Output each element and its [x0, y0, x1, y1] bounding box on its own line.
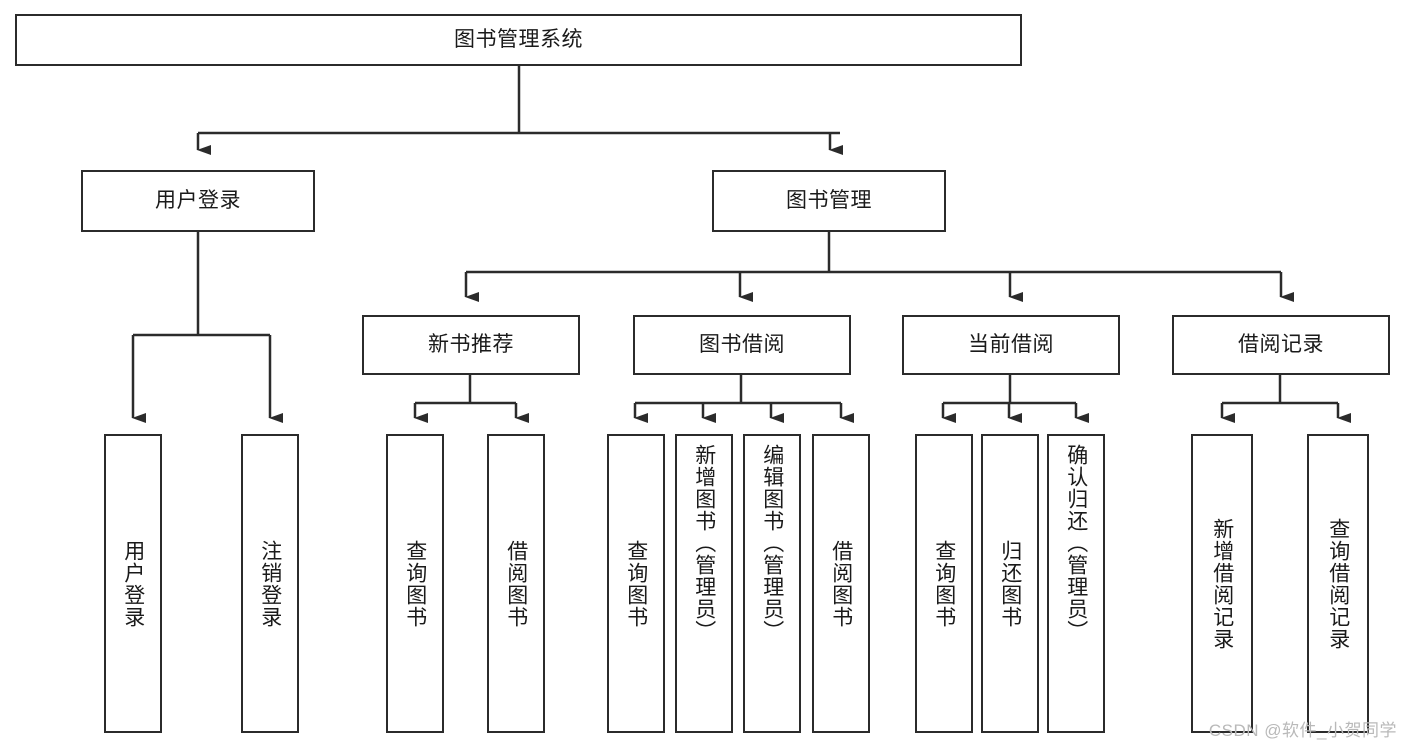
node-leaf-borrow-book-1[interactable]: 借阅图书: [487, 434, 545, 733]
node-leaf-edit-book[interactable]: 编辑图书（管理员）: [743, 434, 801, 733]
node-book-manage-label: 图书管理: [786, 189, 872, 213]
node-new-book-recommend[interactable]: 新书推荐: [362, 315, 580, 375]
node-leaf-confirm-return-label: 确认归还（管理员）: [1064, 444, 1088, 642]
node-leaf-query-record[interactable]: 查询借阅记录: [1307, 434, 1369, 733]
node-leaf-return-book[interactable]: 归还图书: [981, 434, 1039, 733]
node-leaf-add-book[interactable]: 新增图书（管理员）: [675, 434, 733, 733]
csdn-watermark: CSDN @软件_小贺同学: [1208, 721, 1397, 740]
node-leaf-logout[interactable]: 注销登录: [241, 434, 299, 733]
node-root-label: 图书管理系统: [454, 28, 583, 52]
node-user-login[interactable]: 用户登录: [81, 170, 315, 232]
node-leaf-add-book-label: 新增图书（管理员）: [692, 444, 716, 642]
node-leaf-query-record-label: 查询借阅记录: [1326, 517, 1350, 650]
node-leaf-confirm-return[interactable]: 确认归还（管理员）: [1047, 434, 1105, 733]
node-leaf-borrow-book-2-label: 借阅图书: [829, 539, 853, 628]
node-current-borrow-label: 当前借阅: [968, 333, 1054, 357]
node-leaf-user-login-label: 用户登录: [121, 539, 145, 628]
node-leaf-query-book-2[interactable]: 查询图书: [607, 434, 665, 733]
node-leaf-logout-label: 注销登录: [258, 539, 282, 628]
node-leaf-query-book-1-label: 查询图书: [403, 539, 427, 628]
node-leaf-return-book-label: 归还图书: [998, 539, 1022, 628]
node-new-book-recommend-label: 新书推荐: [428, 333, 514, 357]
node-book-borrow-label: 图书借阅: [699, 333, 785, 357]
node-leaf-edit-book-label: 编辑图书（管理员）: [760, 444, 784, 642]
node-root[interactable]: 图书管理系统: [15, 14, 1022, 66]
node-leaf-query-book-2-label: 查询图书: [624, 539, 648, 628]
node-book-manage[interactable]: 图书管理: [712, 170, 946, 232]
node-leaf-query-book-3[interactable]: 查询图书: [915, 434, 973, 733]
node-leaf-query-book-3-label: 查询图书: [932, 539, 956, 628]
node-book-borrow[interactable]: 图书借阅: [633, 315, 851, 375]
node-borrow-record-label: 借阅记录: [1238, 333, 1324, 357]
node-leaf-borrow-book-2[interactable]: 借阅图书: [812, 434, 870, 733]
node-current-borrow[interactable]: 当前借阅: [902, 315, 1120, 375]
node-leaf-user-login[interactable]: 用户登录: [104, 434, 162, 733]
node-borrow-record[interactable]: 借阅记录: [1172, 315, 1390, 375]
node-leaf-add-record-label: 新增借阅记录: [1210, 517, 1234, 650]
node-leaf-query-book-1[interactable]: 查询图书: [386, 434, 444, 733]
node-leaf-borrow-book-1-label: 借阅图书: [504, 539, 528, 628]
node-user-login-label: 用户登录: [155, 189, 241, 213]
node-leaf-add-record[interactable]: 新增借阅记录: [1191, 434, 1253, 733]
